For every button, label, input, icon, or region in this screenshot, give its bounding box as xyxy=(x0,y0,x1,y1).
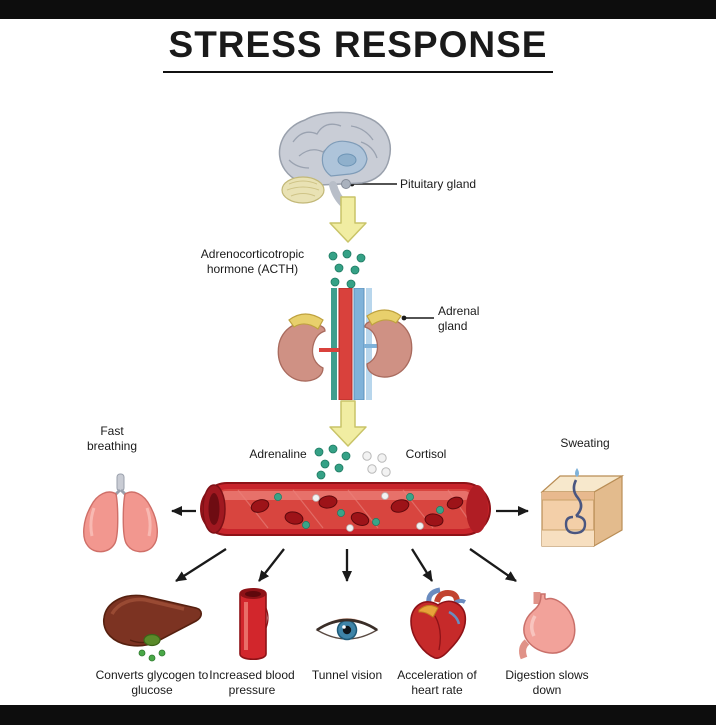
bottom-letterbox-bar xyxy=(0,705,716,725)
top-letterbox-bar xyxy=(0,0,716,19)
brain-icon xyxy=(278,111,391,209)
arrow-to-heart xyxy=(411,548,433,582)
adrenal-kidney-icon xyxy=(277,288,413,400)
pituitary-gland-shape xyxy=(341,179,351,189)
adrenaline-dots xyxy=(314,444,351,480)
cortisol-label: Cortisol xyxy=(405,447,447,461)
sweat-gland-coil-shape xyxy=(564,514,587,535)
sweat-gland-skin-icon xyxy=(540,468,625,548)
vena-cava-shape xyxy=(353,288,365,400)
sweating-label: Sweating xyxy=(560,436,610,450)
cortisol-dots xyxy=(362,451,391,477)
caption-vision: Tunnel vision xyxy=(311,668,383,682)
blood-vessel-icon xyxy=(200,482,491,536)
teal-vessel-shape xyxy=(331,288,337,400)
caption-liver: Converts glycogen to glucose xyxy=(95,668,209,698)
down-arrow-1-icon xyxy=(329,196,367,243)
adrenaline-label: Adrenaline xyxy=(249,447,307,461)
down-arrow-2-icon xyxy=(329,400,367,447)
adrenal-left-shape xyxy=(288,313,324,330)
acth-hormone-dots xyxy=(328,249,366,289)
adrenal-gland-label: Adrenal gland xyxy=(438,304,480,334)
pituitary-gland-label: Pituitary gland xyxy=(400,177,477,191)
aorta-shape xyxy=(338,288,353,400)
fast-breathing-label: Fast breathing xyxy=(86,424,138,454)
arrow-to-stomach xyxy=(469,548,517,582)
liver-icon xyxy=(102,594,203,662)
acth-label: Adrenocorticotropic hormone (ACTH) xyxy=(200,247,305,277)
atrium-shape xyxy=(418,604,439,618)
heart-icon xyxy=(410,587,467,659)
caption-digestion: Digestion slows down xyxy=(505,668,589,698)
diagram-title-text: STRESS RESPONSE xyxy=(162,24,554,73)
adrenal-right-shape xyxy=(366,309,402,326)
caption-heart-rate: Acceleration of heart rate xyxy=(397,668,477,698)
diagram-title: STRESS RESPONSE xyxy=(0,24,716,73)
lungs-icon xyxy=(83,473,158,553)
caption-blood-pressure: Increased blood pressure xyxy=(209,668,295,698)
sweat-drop-shape xyxy=(575,468,579,477)
gallbladder-shape xyxy=(143,633,161,647)
arrow-to-blood-pressure xyxy=(258,548,285,582)
arrow-to-liver xyxy=(175,548,227,582)
eye-icon xyxy=(315,618,379,641)
blood-pressure-vessel-icon xyxy=(239,587,269,661)
stomach-icon xyxy=(519,592,576,660)
